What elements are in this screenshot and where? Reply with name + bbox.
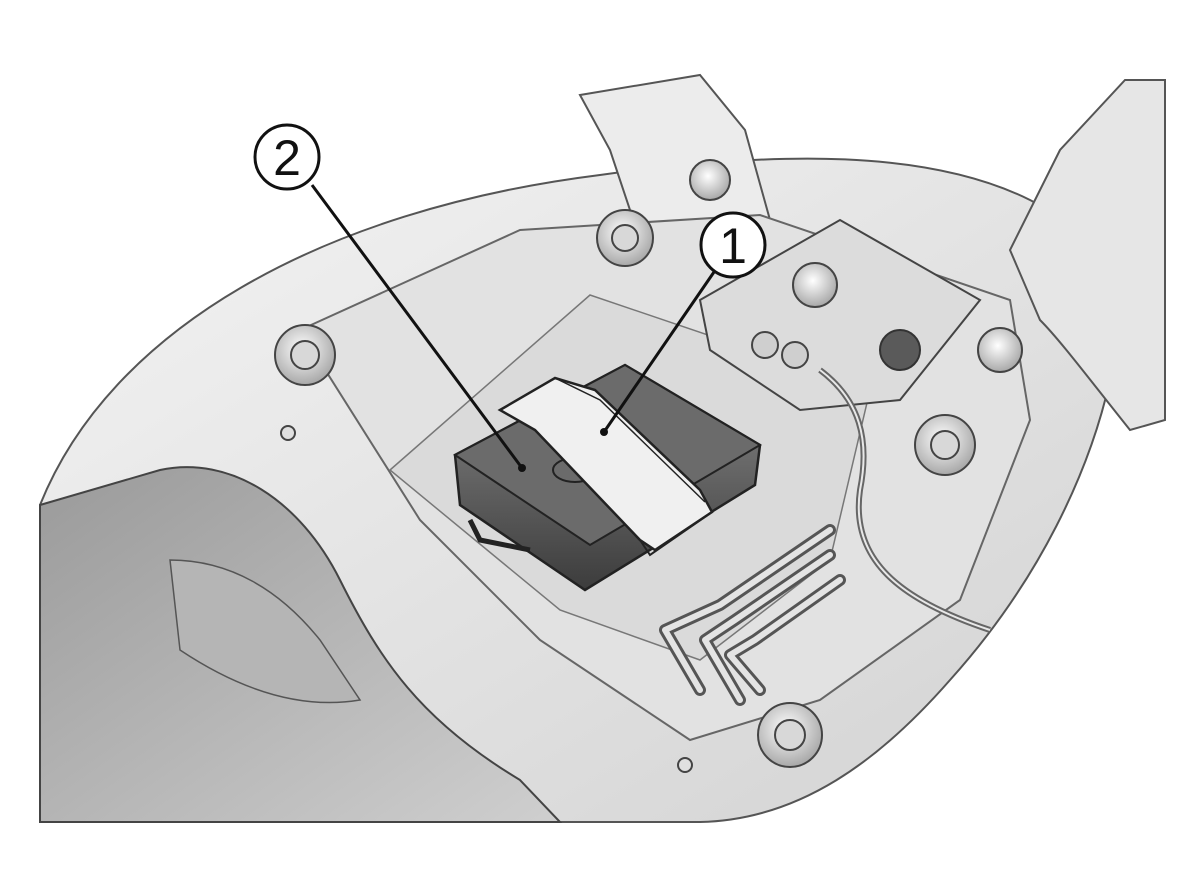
leader-line-2 [310, 184, 524, 469]
terminal-connector-a [751, 331, 779, 359]
bolt-bottom-inner [774, 719, 806, 751]
retaining-strap [497, 376, 714, 557]
bolt-far-right [977, 327, 1023, 373]
rivet-left [280, 425, 296, 441]
right-bracket [1008, 79, 1166, 432]
terminal-connector-b [781, 341, 809, 369]
wire-highlight [819, 369, 991, 631]
leader-dot-1 [600, 428, 608, 436]
bolt-top-center-inner [611, 224, 639, 252]
terminal-nut [879, 329, 921, 371]
terminal-post [792, 262, 838, 308]
seat-step [169, 559, 362, 704]
leader-dot-2 [518, 464, 526, 472]
pipe-assembly-highlight [662, 527, 843, 703]
bolt-upper-bracket [689, 159, 731, 201]
callout-1: 1 [699, 211, 767, 279]
bolt-right-inner [930, 430, 960, 460]
callout-2: 2 [253, 123, 321, 191]
callout-2-number: 2 [273, 130, 301, 186]
callout-1-number: 1 [719, 218, 747, 274]
bolts [274, 159, 1023, 773]
rivet-bottom [677, 757, 693, 773]
bolt-left-inner [290, 340, 320, 370]
leader-line-1 [602, 271, 716, 433]
